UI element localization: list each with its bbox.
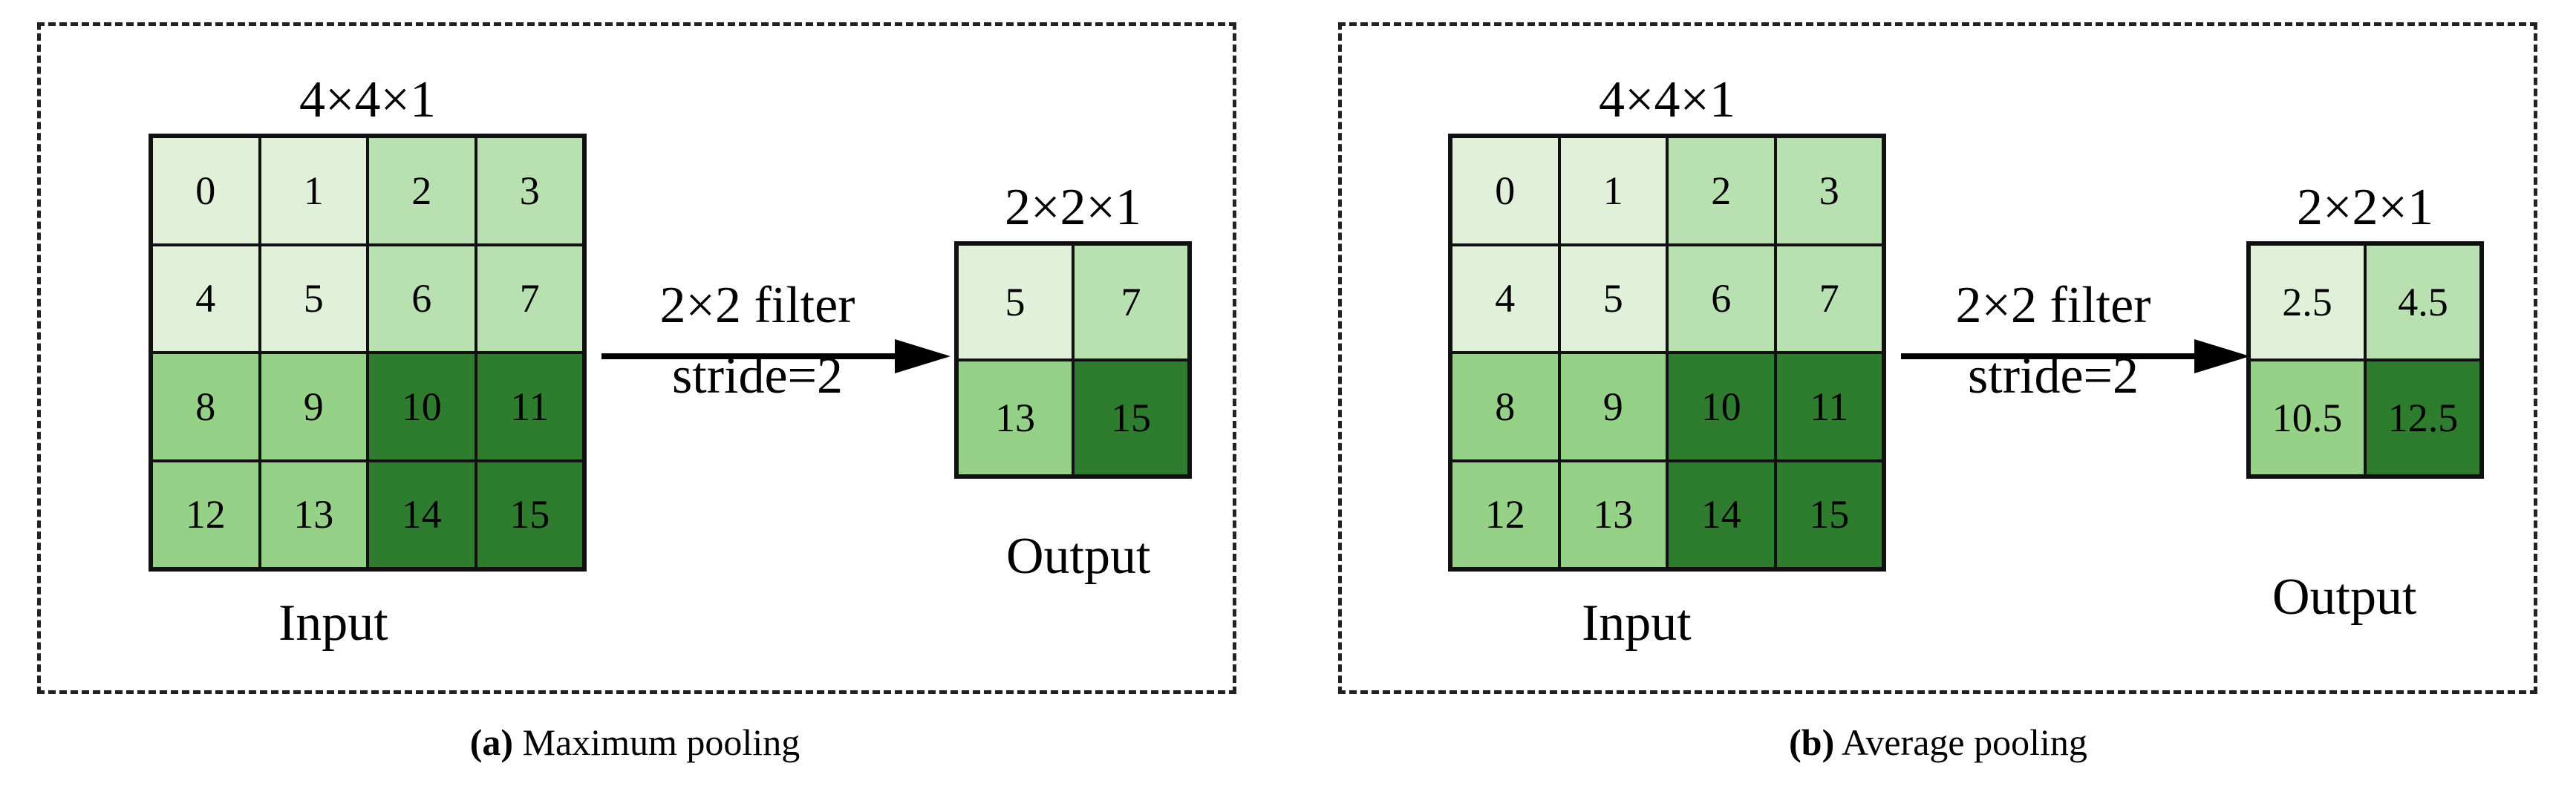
- caption-text: Average pooling: [1834, 721, 2087, 763]
- input-cell: 8: [1451, 353, 1559, 461]
- input-cell: 0: [151, 137, 260, 245]
- input-cell: 8: [151, 353, 260, 461]
- output-cell: 13: [957, 360, 1073, 476]
- input-cell: 14: [1667, 460, 1776, 569]
- output-dimension-label: 2×2×1: [2297, 179, 2433, 236]
- average-pooling-panel: [1338, 22, 2537, 694]
- input-cell: 5: [1559, 244, 1667, 353]
- caption-tag: (b): [1789, 721, 1835, 763]
- input-cell: 11: [475, 353, 584, 461]
- arrow-icon: [601, 339, 950, 373]
- output-cell: 15: [1073, 360, 1189, 476]
- arrow-icon: [1901, 339, 2250, 373]
- output-cell: 12.5: [2365, 360, 2481, 476]
- input-cell: 15: [475, 460, 584, 569]
- input-cell: 9: [1559, 353, 1667, 461]
- output-cell: 2.5: [2249, 244, 2365, 360]
- input-cell: 3: [475, 137, 584, 245]
- input-cell: 4: [151, 244, 260, 353]
- output-cell: 5: [957, 244, 1073, 360]
- input-dimension-label: 4×4×1: [299, 71, 436, 128]
- input-cell: 13: [1559, 460, 1667, 569]
- output-label: Output: [2272, 569, 2417, 626]
- output-cell: 7: [1073, 244, 1189, 360]
- input-label: Input: [278, 595, 388, 652]
- output-cell: 4.5: [2365, 244, 2481, 360]
- input-cell: 9: [259, 353, 368, 461]
- input-cell: 10: [368, 353, 476, 461]
- input-cell: 5: [259, 244, 368, 353]
- input-cell: 13: [259, 460, 368, 569]
- input-cell: 15: [1775, 460, 1883, 569]
- max-pooling-panel: [37, 22, 1236, 694]
- input-cell: 0: [1451, 137, 1559, 245]
- input-cell: 1: [259, 137, 368, 245]
- output-dimension-label: 2×2×1: [1005, 179, 1141, 236]
- input-cell: 6: [368, 244, 476, 353]
- input-cell: 11: [1775, 353, 1883, 461]
- filter-size-label: 2×2 filter: [659, 277, 855, 334]
- input-cell: 7: [475, 244, 584, 353]
- caption-text: Maximum pooling: [513, 721, 800, 763]
- input-cell: 3: [1775, 137, 1883, 245]
- output-cell: 10.5: [2249, 360, 2365, 476]
- input-label: Input: [1582, 595, 1692, 652]
- input-cell: 10: [1667, 353, 1776, 461]
- input-cell: 6: [1667, 244, 1776, 353]
- output-label: Output: [1006, 528, 1151, 585]
- caption-b: (b) Average pooling: [1567, 724, 2309, 761]
- input-cell: 4: [1451, 244, 1559, 353]
- input-cell: 12: [1451, 460, 1559, 569]
- input-cell: 2: [1667, 137, 1776, 245]
- caption-tag: (a): [469, 721, 514, 763]
- input-cell: 1: [1559, 137, 1667, 245]
- input-dimension-label: 4×4×1: [1599, 71, 1735, 128]
- input-cell: 2: [368, 137, 476, 245]
- input-cell: 14: [368, 460, 476, 569]
- caption-a: (a) Maximum pooling: [264, 724, 1006, 761]
- input-cell: 7: [1775, 244, 1883, 353]
- input-cell: 12: [151, 460, 260, 569]
- filter-size-label: 2×2 filter: [1955, 277, 2151, 334]
